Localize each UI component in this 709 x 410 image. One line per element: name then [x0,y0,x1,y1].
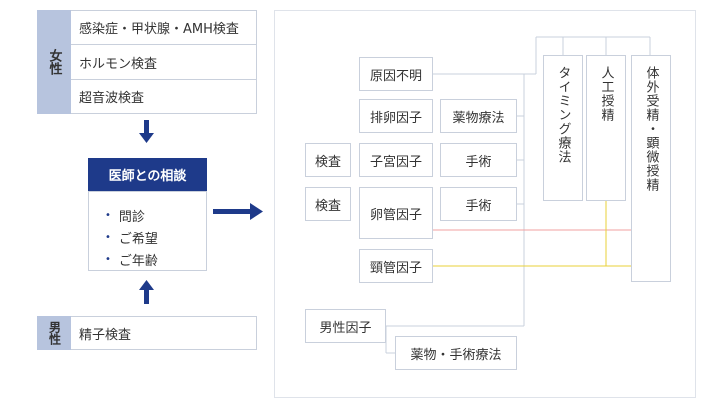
consultation-header: 医師との相談 [88,158,207,191]
therapy-surgery-uterine: 手術 [440,143,517,177]
cause-uterine: 子宮因子 [359,143,433,177]
male-test-sperm-label: 精子検査 [79,327,132,343]
therapy-drug-label: 薬物療法 [452,110,505,126]
consultation-title: 医師との相談 [108,169,187,184]
test-tubal: 検査 [305,187,351,221]
cause-unknown: 原因不明 [359,57,433,91]
female-test-hormone-label: ホルモン検査 [79,56,158,72]
cause-ovulation: 排卵因子 [359,99,433,133]
cause-cervical-label: 頸管因子 [369,260,422,276]
cause-cervical: 頸管因子 [359,249,433,283]
treatment-ivf-label: 体外受精・顕微授精 [643,66,659,192]
female-label: 女性 [37,10,71,114]
therapy-drug-surgery-label: 薬物・手術療法 [410,347,502,363]
cause-tubal: 卵管因子 [359,187,433,239]
female-test-hormone: ホルモン検査 [71,45,257,80]
treatment-timing-label: タイミング療法 [555,66,571,164]
test-uterine: 検査 [305,143,351,177]
treatment-timing: タイミング療法 [543,55,583,201]
bullet-icon: • [105,209,111,221]
bullet-icon: • [105,231,111,243]
therapy-surgery-uterine-label: 手術 [465,154,492,170]
therapy-drug: 薬物療法 [440,99,517,133]
female-label-text: 女性 [46,49,62,75]
male-label: 男性 [37,316,71,350]
cause-unknown-label: 原因不明 [369,68,422,84]
male-test-sperm: 精子検査 [71,316,257,350]
female-test-infection: 感染症・甲状腺・AMH検査 [71,10,257,45]
cause-uterine-label: 子宮因子 [369,154,422,170]
treatment-ai-label: 人工授精 [598,66,614,122]
treatment-ivf: 体外受精・顕微授精 [631,55,671,282]
cause-male: 男性因子 [305,309,386,343]
cause-tubal-label: 卵管因子 [369,207,422,223]
treatment-ai: 人工授精 [586,55,626,201]
therapy-surgery-tubal-label: 手術 [465,198,492,214]
male-label-text: 男性 [47,321,62,345]
female-test-ultrasound-label: 超音波検査 [79,91,145,106]
consultation-list: •問診 •ご希望 •ご年齢 [89,192,206,270]
female-test-infection-label: 感染症・甲状腺・AMH検査 [79,22,239,37]
consultation-item: •ご年齢 [105,253,158,269]
therapy-surgery-tubal: 手術 [440,187,517,221]
cause-male-label: 男性因子 [319,320,372,336]
therapy-drug-surgery: 薬物・手術療法 [395,336,517,370]
bullet-icon: • [105,253,111,265]
consultation-item: •ご希望 [105,231,158,247]
consultation-body: •問診 •ご希望 •ご年齢 [88,191,207,271]
test-uterine-label: 検査 [314,154,341,170]
consultation-item: •問診 [105,209,145,225]
test-tubal-label: 検査 [314,198,341,214]
cause-ovulation-label: 排卵因子 [369,110,422,126]
female-test-ultrasound: 超音波検査 [71,80,257,114]
